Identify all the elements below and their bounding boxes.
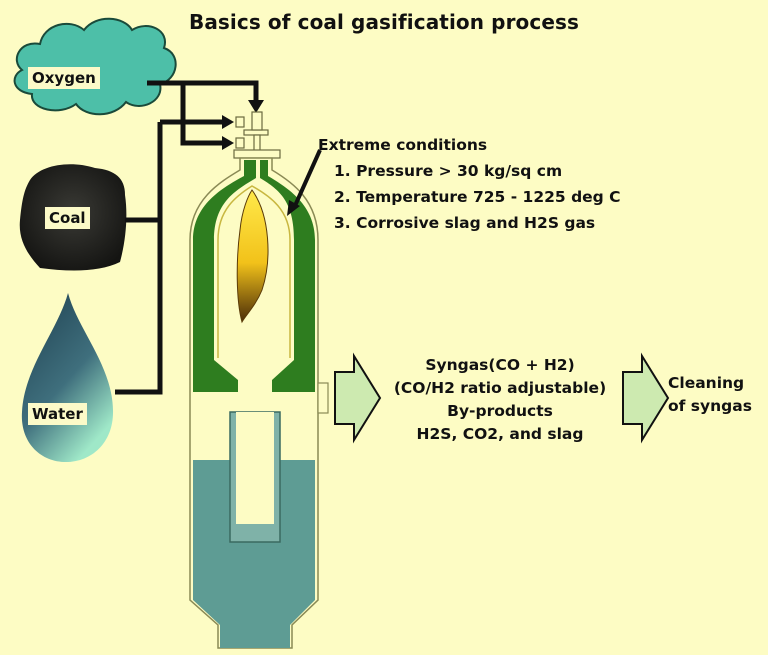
cleaning-line-1: Cleaning	[668, 374, 745, 392]
outlet-nozzle	[317, 382, 329, 414]
conditions-heading: Extreme conditions	[318, 136, 488, 154]
coal-label: Coal	[45, 207, 90, 229]
oxygen-cloud-icon	[13, 17, 177, 116]
quench-water-bath	[193, 411, 315, 648]
syngas-line: Syngas(CO + H2)	[425, 356, 575, 374]
byproducts-heading: By-products	[447, 402, 553, 420]
cleaning-line-2: of syngas	[668, 397, 752, 415]
condition-item: 1. Pressure > 30 kg/sq cm	[334, 162, 563, 180]
feed-lines	[115, 80, 259, 395]
feed-arrowheads	[222, 100, 264, 150]
condition-item: 3. Corrosive slag and H2S gas	[334, 214, 596, 232]
ratio-line: (CO/H2 ratio adjustable)	[393, 379, 607, 397]
diagram-title: Basics of coal gasification process	[188, 10, 580, 34]
oxygen-label: Oxygen	[28, 67, 100, 89]
water-label: Water	[28, 403, 87, 425]
injector-valves	[233, 111, 281, 159]
conditions-pointer-arrow	[287, 149, 322, 216]
byproducts-list: H2S, CO2, and slag	[416, 425, 584, 443]
flame-icon	[236, 189, 269, 324]
cleaning-arrow	[622, 352, 670, 444]
syngas-output-arrow	[334, 352, 382, 444]
water-drop-icon	[21, 293, 114, 462]
condition-item: 2. Temperature 725 - 1225 deg C	[334, 188, 621, 206]
